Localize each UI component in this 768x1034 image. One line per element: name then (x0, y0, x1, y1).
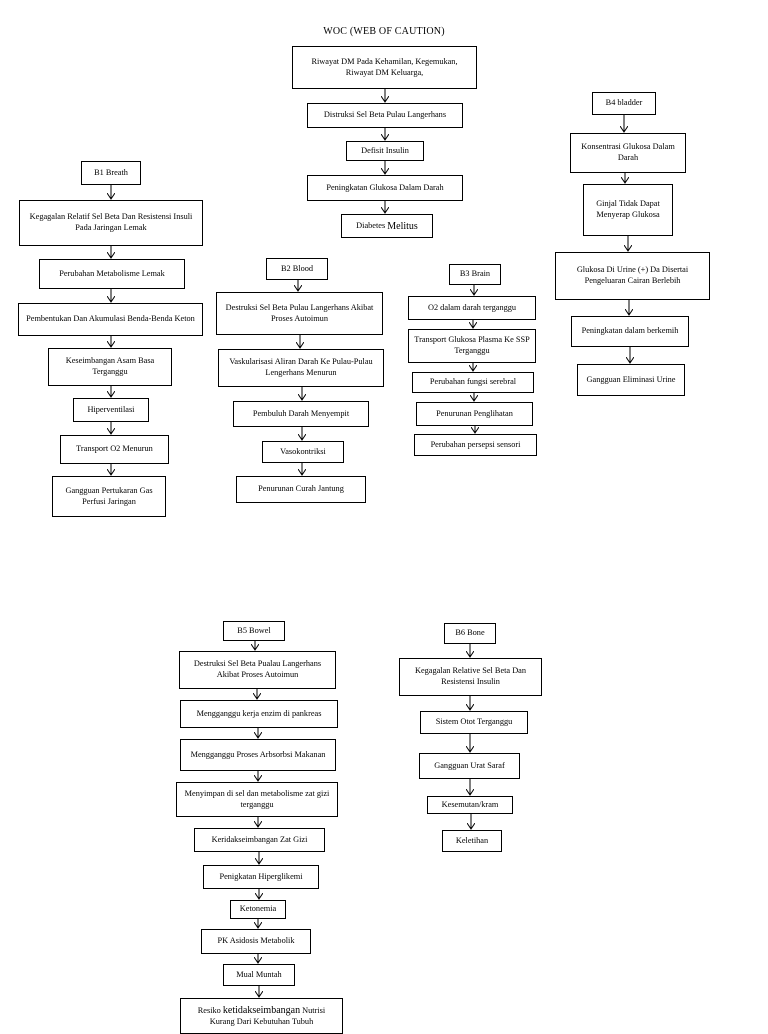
b4-node-3: Glukosa Di Urine (+) Da Disertai Pengelu… (555, 252, 710, 300)
b1-node-5: Hiperventilasi (73, 398, 149, 422)
b5-node-3: Mengganggu Proses Arbsorbsi Makanan (180, 739, 336, 771)
b6-header: B6 Bone (444, 623, 496, 644)
b5-header: B5 Bowel (223, 621, 285, 641)
b4-node-5: Gangguan Eliminasi Urine (577, 364, 685, 396)
main-node-glucose-increase: Peningkatan Glukosa Dalam Darah (307, 175, 463, 201)
b5-node-2: Mengganggu kerja enzim di pankreas (180, 700, 338, 728)
b3-node-5: Perubahan persepsi sensori (414, 434, 537, 456)
b3-node-1: O2 dalam darah terganggu (408, 296, 536, 320)
b2-node-4: Vasokontriksi (262, 441, 344, 463)
b5-node-7: Ketonemia (230, 900, 286, 919)
b1-node-6: Transport O2 Menurun (60, 435, 169, 464)
b4-node-1: Konsentrasi Glukosa Dalam Darah (570, 133, 686, 173)
b6-node-2: Sistem Otot Terganggu (420, 711, 528, 734)
b2-header: B2 Blood (266, 258, 328, 280)
b3-node-4: Penurunan Penglihatan (416, 402, 533, 426)
b1-node-3: Pembentukan Dan Akumulasi Benda-Benda Ke… (18, 303, 203, 336)
b3-node-3: Perubahan fungsi serebral (412, 372, 534, 393)
b1-node-7: Gangguan Pertukaran Gas Perfusi Jaringan (52, 476, 166, 517)
b5-node-5: Keridakseimbangan Zat Gizi (194, 828, 325, 852)
b5-node-4: Menyimpan di sel dan metabolisme zat giz… (176, 782, 338, 817)
b2-node-1: Destruksi Sel Beta Pulau Langerhans Akib… (216, 292, 383, 335)
b3-node-2: Transport Glukosa Plasma Ke SSP Tergangg… (408, 329, 536, 363)
b6-node-4: Kesemutan/kram (427, 796, 513, 814)
main-node-risk-factors: Riwayat DM Pada Kehamilan, Kegemukan, Ri… (292, 46, 477, 89)
main-node-insulin-deficit: Defisit Insulin (346, 141, 424, 161)
main-node-beta-cell-destruction: Distruksi Sel Beta Pulau Langerhans (307, 103, 463, 128)
b1-node-1: Kegagalan Relatif Sel Beta Dan Resistens… (19, 200, 203, 246)
b5-node-8: PK Asidosis Metabolik (201, 929, 311, 954)
b4-header: B4 bladder (592, 92, 656, 115)
b1-node-2: Perubahan Metabolisme Lemak (39, 259, 185, 289)
b2-node-3: Pembuluh Darah Menyempit (233, 401, 369, 427)
b5-node-9: Mual Muntah (223, 964, 295, 986)
b5-node-6: Penigkatan Hiperglikemi (203, 865, 319, 889)
b3-header: B3 Brain (449, 264, 501, 285)
b4-node-4: Peningkatan dalam berkemih (571, 316, 689, 347)
b1-node-4: Keseimbangan Asam Basa Terganggu (48, 348, 172, 386)
b5-node-10: Resiko ketidakseimbangan Nutrisi Kurang … (180, 998, 343, 1034)
b6-node-5: Keletihan (442, 830, 502, 852)
diagram-title: WOC (WEB OF CAUTION) (323, 26, 445, 37)
b6-node-1: Kegagalan Relative Sel Beta Dan Resisten… (399, 658, 542, 696)
b5-node-1: Destruksi Sel Beta Pualau Langerhans Aki… (179, 651, 336, 689)
b4-node-2: Ginjal Tidak Dapat Menyerap Glukosa (583, 184, 673, 236)
b1-header: B1 Breath (81, 161, 141, 185)
b6-node-3: Gangguan Urat Saraf (419, 753, 520, 779)
b2-node-2: Vaskularisasi Aliran Darah Ke Pulau-Pula… (218, 349, 384, 387)
main-node-diabetes-mellitus: Diabetes Melitus (341, 214, 433, 238)
b2-node-5: Penurunan Curah Jantung (236, 476, 366, 503)
